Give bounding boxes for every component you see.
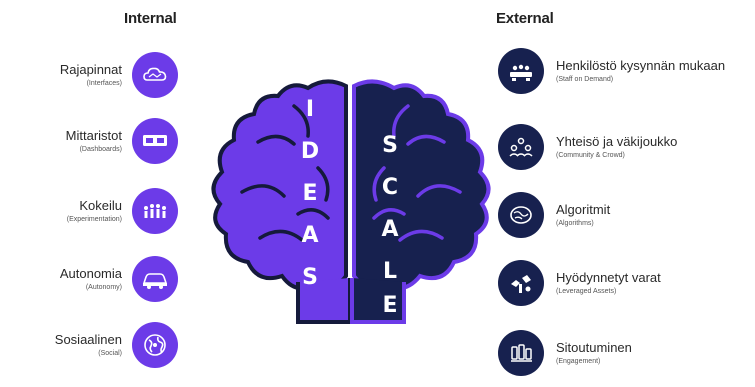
internal-item-name: Rajapinnat: [59, 61, 122, 77]
external-item-leveraged-assets: Hyödynnetyt varat (Leveraged Assets): [498, 260, 661, 306]
brain-right-hemisphere: [352, 79, 491, 291]
external-item-name: Sitoutuminen: [556, 339, 632, 355]
internal-item-subtitle: (Social): [98, 349, 122, 357]
external-item-subtitle: (Engagement): [556, 357, 601, 365]
external-item-name: Algoritmit: [556, 201, 611, 217]
external-item-staff-on-demand: Henkilöstö kysynnän mukaan (Staff on Dem…: [498, 48, 755, 94]
internal-item-name: Sosiaalinen: [54, 331, 122, 347]
external-item-algorithms: Algoritmit (Algorithms): [498, 192, 610, 238]
leveraged-assets-icon: [498, 260, 544, 306]
staff-on-demand-icon: [498, 48, 544, 94]
scale-letter: A: [381, 217, 398, 242]
internal-item-experimentation: Kokeilu (Experimentation): [4, 188, 178, 234]
scale-letter: L: [383, 259, 397, 284]
internal-item-subtitle: (Dashboards): [79, 145, 122, 153]
external-item-subtitle: (Algorithms): [556, 219, 594, 227]
external-item-community-crowd: Yhteisö ja väkijoukko (Community & Crowd…: [498, 124, 677, 170]
algorithm-brain-icon: [498, 192, 544, 238]
community-icon: [498, 124, 544, 170]
scale-letters: S C A L E: [381, 133, 398, 318]
internal-item-subtitle: (Experimentation): [66, 215, 122, 223]
social-globe-icon: [132, 322, 178, 368]
autonomy-car-icon: [132, 256, 178, 302]
external-heading: External: [496, 10, 554, 27]
external-item-name: Hyödynnetyt varat: [556, 269, 661, 285]
ideas-letter: S: [302, 265, 318, 290]
external-item-subtitle: (Staff on Demand): [556, 75, 614, 83]
internal-item-name: Kokeilu: [79, 197, 122, 213]
internal-item-interfaces: Rajapinnat (Interfaces): [4, 52, 178, 98]
brain-stem: [296, 278, 406, 324]
external-item-engagement: Sitoutuminen (Engagement): [498, 330, 632, 376]
experiment-crowd-icon: [132, 188, 178, 234]
internal-item-subtitle: (Autonomy): [85, 283, 122, 291]
external-item-subtitle: (Community & Crowd): [556, 151, 625, 159]
scale-letter: S: [382, 133, 398, 158]
ideas-letter: D: [301, 139, 319, 164]
internal-item-name: Mittaristot: [65, 127, 122, 143]
brain-left-hemisphere: [211, 79, 348, 291]
engagement-icon: [498, 330, 544, 376]
external-item-name: Henkilöstö kysynnän mukaan: [556, 57, 726, 73]
ideas-letter: I: [306, 97, 314, 122]
external-item-subtitle: (Leveraged Assets): [556, 287, 617, 295]
scale-letter: C: [382, 175, 398, 200]
internal-item-dashboards: Mittaristot (Dashboards): [4, 118, 178, 164]
internal-item-social: Sosiaalinen (Social): [4, 322, 178, 368]
internal-item-name: Autonomia: [59, 265, 122, 281]
dashboard-panel-icon: [132, 118, 178, 164]
ideas-scale-brain: I D E A S S C A L E: [211, 79, 491, 324]
scale-letter: E: [382, 293, 397, 318]
ideas-letters: I D E A S: [301, 97, 319, 290]
ideas-letter: A: [301, 223, 318, 248]
internal-item-subtitle: (Interfaces): [86, 79, 122, 87]
external-item-name: Yhteisö ja väkijoukko: [556, 133, 678, 149]
cloud-network-icon: [132, 52, 178, 98]
internal-item-autonomy: Autonomia (Autonomy): [4, 256, 178, 302]
ideas-letter: E: [302, 181, 317, 206]
internal-heading: Internal: [124, 10, 177, 27]
